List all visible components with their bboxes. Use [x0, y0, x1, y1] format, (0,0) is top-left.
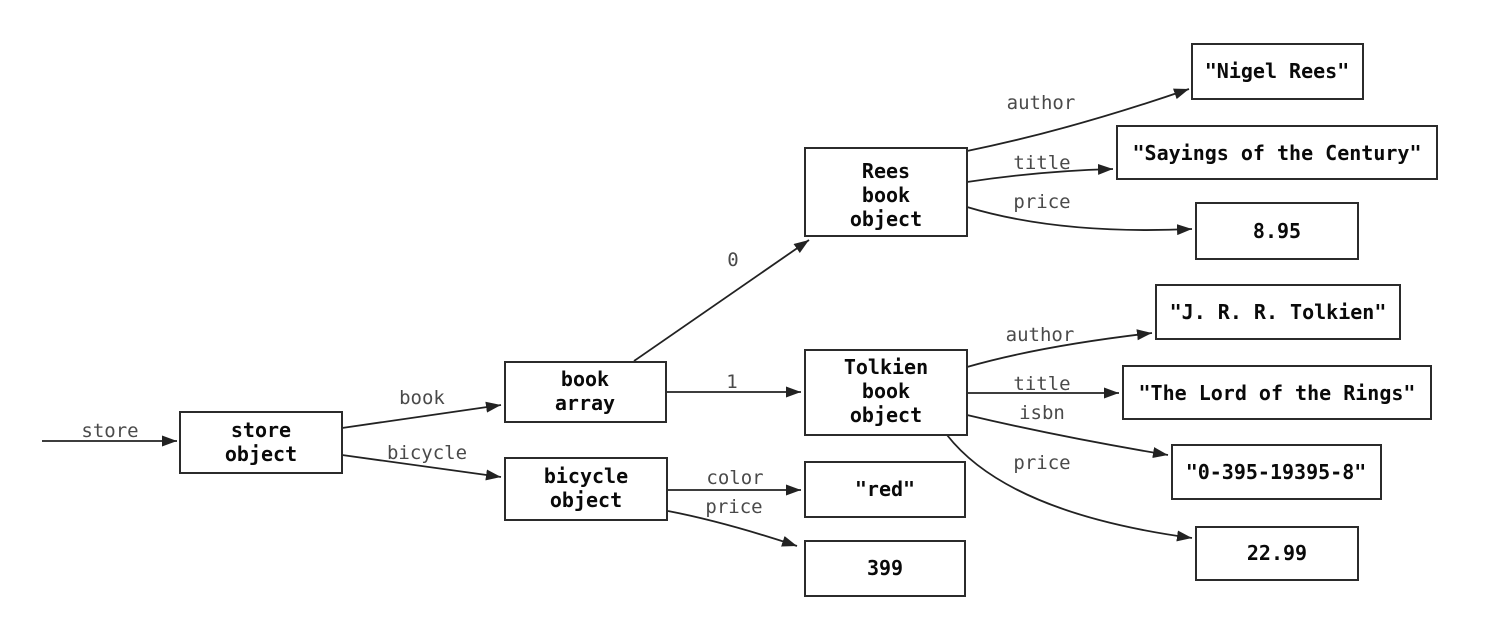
edge-tolkien-isbn: [966, 414, 1169, 458]
edge-label-tolkien-isbn: isbn: [1019, 402, 1065, 424]
rees-price-value-box: [1195, 202, 1359, 260]
rees-book-object-label-line3: object: [850, 207, 922, 231]
tolkien-title-value-label: "The Lord of the Rings": [1139, 381, 1416, 405]
node-rees-price-value: 8.95: [1195, 202, 1359, 260]
rees-author-value-box: [1191, 43, 1364, 100]
node-tolkien-book-object: Tolkien book object: [804, 349, 968, 436]
edge-rees-price: [966, 206, 1193, 236]
tolkien-book-object-label-line3: object: [850, 403, 922, 427]
bicycle-color-value-label: "red": [855, 477, 915, 501]
node-book-array: book array: [504, 361, 667, 423]
node-bicycle-object: bicycle object: [504, 457, 668, 521]
edge-bicycle-price: [667, 510, 798, 547]
bicycle-object-label-line1: bicycle: [544, 464, 628, 488]
node-bicycle-price-value: 399: [804, 540, 966, 597]
edge-label-tolkien-title: title: [1013, 373, 1070, 395]
tolkien-price-value-label: 22.99: [1247, 541, 1307, 565]
rees-book-object-label-line1: Rees: [862, 159, 910, 183]
edge-label-tolkien-author: author: [1006, 324, 1075, 346]
node-bicycle-color-value: "red": [804, 461, 966, 518]
book-array-label-line1: book: [561, 367, 609, 391]
store-object-label-line2: object: [225, 442, 297, 466]
node-tolkien-title-value: "The Lord of the Rings": [1122, 365, 1432, 420]
edge-label-tolkien-price: price: [1013, 452, 1070, 474]
book-array-box: [504, 361, 667, 423]
tolkien-book-object-label-line1: Tolkien: [844, 355, 928, 379]
store-object-label-line1: store: [231, 418, 291, 442]
rees-book-object-box: [804, 147, 968, 237]
bicycle-object-box: [504, 457, 668, 521]
node-rees-title-value: "Sayings of the Century": [1116, 125, 1438, 180]
tolkien-book-object-box: [804, 349, 968, 436]
tolkien-book-object-label-line2: book: [862, 379, 910, 403]
rees-price-value-label: 8.95: [1253, 219, 1301, 243]
tolkien-author-value-box: [1155, 284, 1401, 340]
node-rees-book-object: Rees book object: [804, 147, 968, 237]
edge-label-book: book: [399, 387, 445, 409]
node-rees-author-value: "Nigel Rees": [1191, 43, 1364, 100]
edge-label-rees-title: title: [1013, 152, 1070, 174]
tolkien-isbn-value-box: [1171, 444, 1382, 500]
node-store-object: store object: [179, 411, 343, 474]
tolkien-author-value-label: "J. R. R. Tolkien": [1170, 300, 1387, 324]
rees-title-value-box: [1116, 125, 1438, 180]
node-tolkien-isbn-value: "0-395-19395-8": [1171, 444, 1382, 500]
book-array-label-line2: array: [555, 391, 615, 415]
tolkien-price-value-box: [1195, 526, 1359, 581]
edge-label-store: store: [81, 420, 138, 442]
bicycle-color-value-box: [804, 461, 966, 518]
edge-label-rees-price: price: [1013, 191, 1070, 213]
rees-title-value-label: "Sayings of the Century": [1133, 141, 1422, 165]
edge-array-index0: [633, 239, 810, 362]
edge-rees-author: [966, 88, 1190, 152]
edge-tolkien-price: [946, 434, 1193, 542]
bicycle-object-label-line2: object: [550, 488, 622, 512]
edge-tolkien-author: [966, 329, 1153, 368]
edge-label-index-0: 0: [727, 249, 738, 271]
rees-author-value-label: "Nigel Rees": [1205, 59, 1350, 83]
node-tolkien-author-value: "J. R. R. Tolkien": [1155, 284, 1401, 340]
edge-label-rees-author: author: [1007, 92, 1076, 114]
node-tolkien-price-value: 22.99: [1195, 526, 1359, 581]
edge-rees-title: [966, 163, 1114, 183]
tolkien-title-value-box: [1122, 365, 1432, 420]
edge-label-bicycle-color: color: [706, 467, 763, 489]
edge-store-bicycle-object: [341, 454, 502, 481]
bicycle-price-value-box: [804, 540, 966, 597]
store-object-box: [179, 411, 343, 474]
edge-label-index-1: 1: [726, 371, 737, 393]
rees-book-object-label-line2: book: [862, 183, 910, 207]
tolkien-isbn-value-label: "0-395-19395-8": [1186, 460, 1367, 484]
edge-label-bicycle: bicycle: [387, 442, 467, 464]
edge-label-bicycle-price: price: [705, 496, 762, 518]
bicycle-price-value-label: 399: [867, 556, 903, 580]
edge-store-book-array: [341, 401, 502, 429]
